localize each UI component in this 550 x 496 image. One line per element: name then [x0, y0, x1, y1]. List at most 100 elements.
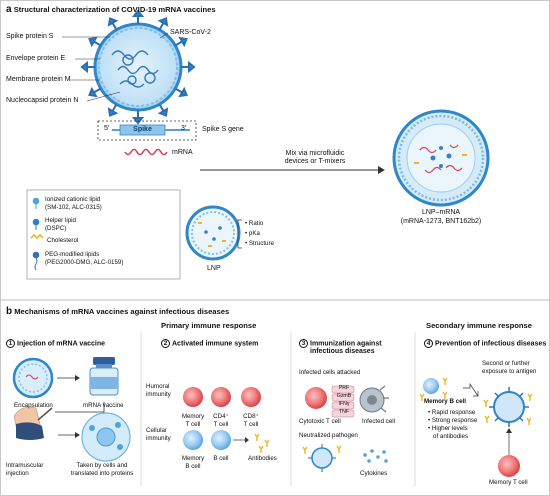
- injection-arrow: [55, 402, 105, 413]
- label-memory-t-cell: Memory T cell: [489, 479, 528, 486]
- step2-number: 2: [161, 339, 170, 348]
- label-b-cell: B cell: [213, 455, 229, 462]
- label-virus-name: SARS-CoV-2: [170, 29, 211, 36]
- label-cd4-2: T cell: [213, 421, 229, 428]
- lnp-property-structure: • Structure: [245, 240, 274, 247]
- label-memory-b-2: B cell: [185, 463, 201, 470]
- label-lnp-mrna-detail: (mRNA-1273, BNT162b2): [400, 218, 482, 225]
- neutralized-pathogen: [302, 444, 342, 472]
- label-humoral-2: immunity: [146, 391, 171, 398]
- legend-icons: [30, 197, 44, 271]
- label-mrna: mRNA: [172, 149, 193, 156]
- arm-illustration: [13, 406, 53, 440]
- spike-gene-diagram: [97, 120, 197, 141]
- section-a-header: a Structural characterization of COVID-1…: [6, 4, 216, 16]
- label-envelope-protein: Envelope protein E: [6, 55, 66, 62]
- lnp-property-pka: • pKa: [245, 230, 260, 237]
- label-ifn: IFNγ: [338, 401, 350, 407]
- secondary-heading: Secondary immune response: [426, 321, 532, 330]
- mix-arrow-head: [378, 166, 385, 174]
- legend-peg-name: PEG-modified lipids: [45, 251, 100, 258]
- label-memory-t-2: T cell: [185, 421, 201, 428]
- memory-t-cell: [498, 455, 520, 477]
- label-antibodies: Antibodies: [248, 455, 277, 462]
- label-injection-2: injection: [6, 470, 29, 477]
- step1-number: 1: [6, 339, 15, 348]
- legend-peg-detail: (PEG2000-DMG, ALC-0159): [45, 259, 124, 266]
- gene-spike: Spike: [133, 126, 152, 133]
- label-membrane-protein: Membrane protein M: [6, 76, 71, 83]
- section-a-title: Structural characterization of COVID-19 …: [13, 5, 216, 14]
- label-cd8-2: T cell: [243, 421, 259, 428]
- lnp-mrna-particle: [392, 109, 490, 207]
- legend-helper-name: Helper lipid: [45, 217, 76, 224]
- step3-number: 3: [299, 339, 308, 348]
- cytotoxic-interaction: [305, 385, 389, 418]
- bullet-rapid: • Rapid response: [428, 409, 476, 416]
- label-taken-1: Taken by cells and: [76, 462, 128, 469]
- section-b-letter: b: [6, 306, 13, 317]
- label-memory-t-1: Memory: [181, 413, 205, 420]
- label-neutralized: Neutralized pathogen: [299, 432, 358, 439]
- lnp-property-ratio: • Ratio: [245, 220, 264, 227]
- label-gzmb: GzmB: [336, 393, 352, 399]
- label-infected-cell: Infected cell: [362, 418, 396, 425]
- response-arrow-1: [463, 382, 479, 397]
- label-memory-b-1: Memory: [181, 455, 205, 462]
- label-cytokines: Cytokines: [360, 470, 388, 477]
- label-cellular-2: immunity: [146, 435, 171, 442]
- antigen-virus: [483, 387, 533, 427]
- legend-cationic-name: Ionized cationic lipid: [45, 196, 101, 203]
- gene-three-prime: 3′: [181, 125, 187, 132]
- label-tnf: TNF: [338, 409, 350, 415]
- virus-illustration: [62, 9, 196, 125]
- properties-bracket: [237, 219, 242, 249]
- label-prf: PRF: [338, 385, 350, 391]
- step3-title-2: infectious diseases: [310, 348, 375, 355]
- label-mrna-vaccine: mRNA vaccine: [83, 402, 124, 409]
- label-spike-protein: Spike protein S: [6, 33, 54, 40]
- label-memory-b-cell: Memory B cell: [424, 398, 466, 405]
- primary-heading: Primary immune response: [161, 321, 257, 330]
- lipid-legend-box: [26, 189, 181, 280]
- label-cytotoxic: Cytotoxic T cell: [299, 418, 341, 425]
- legend-cationic-detail: (SM-102, ALC-0315): [45, 204, 102, 211]
- encapsulation-particle: [12, 357, 54, 399]
- vaccine-vial: [89, 357, 119, 396]
- legend-cholesterol-name: Cholesterol: [47, 237, 79, 244]
- humoral-cells: [183, 387, 261, 407]
- step4-number: 4: [424, 339, 433, 348]
- mix-text-1: Mix via microfluidic: [285, 150, 345, 157]
- label-cd4-1: CD4⁺: [213, 413, 229, 420]
- bullet-strong: • Strong response: [428, 417, 478, 424]
- label-infected-attacked: Infected cells attacked: [299, 369, 361, 376]
- label-humoral-1: Humoral: [146, 383, 170, 390]
- section-a-letter: a: [6, 4, 12, 15]
- label-spike-gene: Spike S gene: [202, 126, 244, 133]
- memory-b-cell-cluster: [419, 377, 448, 401]
- bullet-higher: • Higher levels: [428, 425, 468, 432]
- label-second-2: exposure to antigen: [482, 368, 537, 375]
- label-cd8-1: CD8⁺: [243, 413, 259, 420]
- mrna-strand: [124, 148, 168, 156]
- label-taken-2: translated into proteins: [70, 470, 134, 477]
- target-cell: [81, 412, 131, 462]
- gene-five-prime: 5′: [104, 125, 110, 132]
- cellular-cells: [183, 430, 270, 453]
- cytokines-dots: [363, 449, 388, 463]
- mix-text-2: devices or T-mixers: [284, 158, 346, 165]
- section-b-title: Mechanisms of mRNA vaccines against infe…: [14, 307, 230, 316]
- label-nucleocapsid-protein: Nucleocapsid protein N: [6, 97, 79, 104]
- label-second-1: Second or further: [482, 360, 530, 367]
- label-cellular-1: Cellular: [146, 427, 167, 434]
- label-encapsulation: Encapsulation: [14, 402, 53, 409]
- label-lnp: LNP: [207, 265, 221, 272]
- label-lnp-mrna: LNP–mRNA: [421, 209, 461, 216]
- lnp-particle: [185, 205, 241, 261]
- section-b-header: b Mechanisms of mRNA vaccines against in…: [6, 306, 229, 318]
